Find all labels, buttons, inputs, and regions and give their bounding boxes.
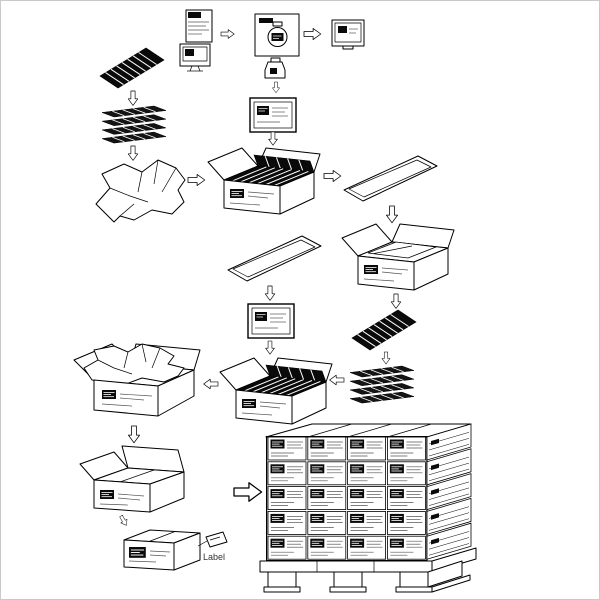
- pallet-box: [308, 462, 346, 485]
- pallet-base: [259, 547, 477, 593]
- pallet-box: [387, 462, 425, 485]
- pallet-box: [268, 437, 306, 460]
- flow-arrow-down: [128, 425, 140, 444]
- tag-pointer-line: [197, 540, 208, 547]
- label-applicator: [254, 13, 300, 57]
- pallet-box: [308, 511, 346, 534]
- label-display: [331, 19, 365, 50]
- corrugated-strips: [102, 106, 166, 143]
- flow-arrow-down: [265, 340, 275, 355]
- flow-arrow-down: [127, 145, 139, 161]
- sealed-box: [124, 530, 200, 570]
- framed-label: [249, 97, 297, 133]
- open-box-with-dividers: [220, 358, 332, 424]
- pallet-box: [308, 487, 346, 510]
- flow-arrow-down-right: [117, 513, 130, 528]
- flow-arrow-down: [390, 293, 402, 309]
- flow-arrow-down: [127, 90, 139, 106]
- pallet-box: [268, 487, 306, 510]
- open-box-with-paper: [74, 344, 200, 416]
- framed-label: [247, 303, 295, 339]
- flow-arrow-right: [303, 28, 322, 40]
- pallet-box: [387, 511, 425, 534]
- flow-arrow-left: [203, 378, 219, 390]
- open-box-with-dividers: [208, 148, 320, 214]
- pallet-grid: [268, 437, 425, 559]
- label-tag: [205, 531, 228, 548]
- corrugated-strips: [350, 366, 414, 403]
- pallet-box: [387, 437, 425, 460]
- pallet-box: [387, 487, 425, 510]
- flat-pad: [227, 235, 322, 282]
- open-box-with-pad: [342, 224, 454, 290]
- pallet-box: [348, 487, 386, 510]
- pallet-box: [348, 462, 386, 485]
- tag-caption: Label: [203, 552, 225, 562]
- flow-arrow-right: [323, 170, 342, 182]
- flow-arrow-right: [187, 174, 206, 186]
- pallet-box: [268, 462, 306, 485]
- divider-stack: [99, 47, 165, 89]
- flow-arrow-right: [220, 29, 235, 39]
- pallet-box: [268, 511, 306, 534]
- pallet-box: [268, 536, 306, 559]
- pallet-stack: [265, 423, 472, 562]
- pallet-box: [348, 536, 386, 559]
- pallet-box: [348, 437, 386, 460]
- flow-arrow-down: [272, 81, 280, 94]
- pallet-box: [348, 511, 386, 534]
- flat-pad: [343, 155, 438, 202]
- sample-bottle: [264, 57, 286, 79]
- crumpled-paper: [95, 159, 186, 223]
- monitor: [179, 43, 211, 72]
- flow-arrow-right-large: [233, 482, 263, 502]
- box-being-closed: [80, 446, 184, 512]
- pallet-box: [387, 536, 425, 559]
- flow-arrow-down: [381, 351, 391, 365]
- label-sheet: [185, 9, 213, 43]
- flow-arrow-down: [386, 205, 398, 224]
- flow-arrow-left: [329, 374, 345, 386]
- pallet-box: [308, 437, 346, 460]
- pallet-side: [426, 423, 472, 560]
- divider-stack: [351, 309, 417, 351]
- flow-arrow-down: [264, 285, 276, 301]
- flow-arrow-down: [268, 131, 278, 146]
- pallet-box: [308, 536, 346, 559]
